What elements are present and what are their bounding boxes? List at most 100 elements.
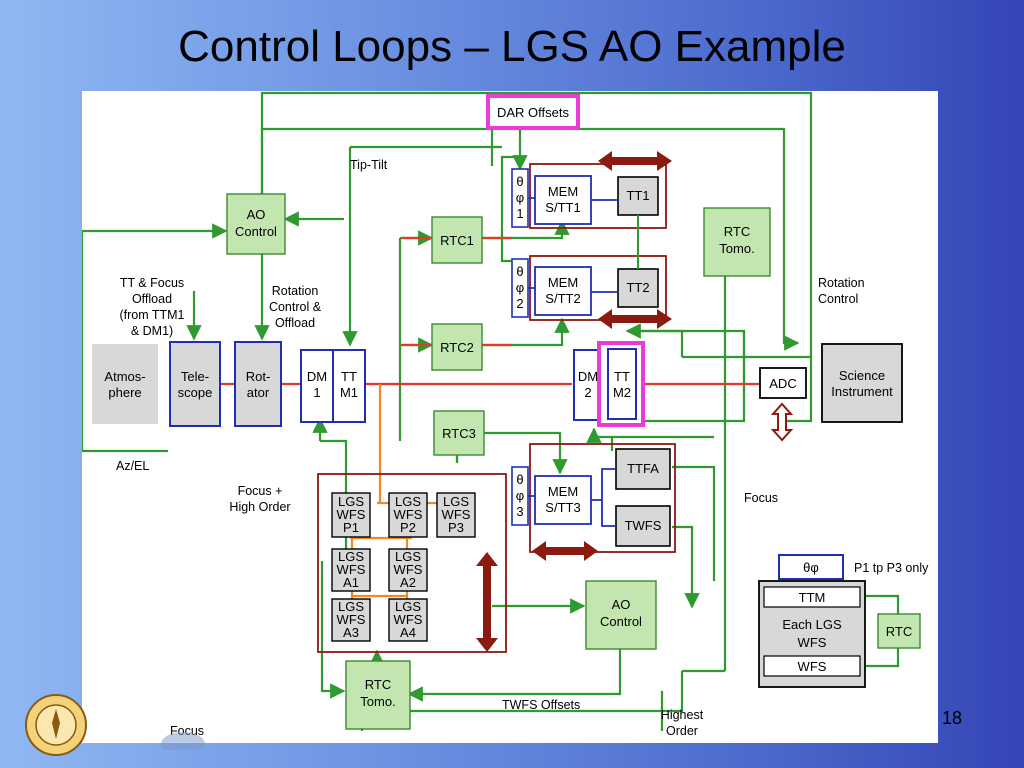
svg-text:A4: A4 — [400, 625, 416, 640]
svg-text:DM: DM — [578, 369, 598, 384]
svg-text:LGS: LGS — [338, 494, 364, 509]
svg-text:RTC2: RTC2 — [440, 340, 474, 355]
rtc1-box: RTC1 — [431, 216, 483, 264]
control-loop-diagram: DAR Offsets AO Control Atmos- phere Tele… — [82, 91, 929, 738]
svg-text:1: 1 — [313, 385, 320, 400]
label-tt-focus-offload-1: TT & Focus — [120, 276, 184, 290]
svg-text:WFS: WFS — [442, 507, 471, 522]
svg-text:DM: DM — [307, 369, 327, 384]
svg-text:WFS: WFS — [394, 562, 423, 577]
label-highest-order-2: Order — [666, 724, 698, 738]
twfs-box: TWFS — [615, 505, 671, 547]
svg-text:Control: Control — [600, 614, 642, 629]
rtc-tomo-right-box: RTC Tomo. — [703, 207, 771, 277]
svg-text:Rot-: Rot- — [246, 369, 271, 384]
svg-text:TTFA: TTFA — [627, 461, 659, 476]
lgs-wfs-a1: LGS WFS A1 — [331, 548, 371, 592]
svg-text:WFS: WFS — [337, 612, 366, 627]
svg-text:M2: M2 — [613, 385, 631, 400]
svg-text:LGS: LGS — [338, 599, 364, 614]
svg-text:TT: TT — [614, 369, 630, 384]
label-focus-right: Focus — [744, 491, 778, 505]
svg-text:TT: TT — [341, 369, 357, 384]
label-twfs-offsets: TWFS Offsets — [502, 698, 580, 712]
svg-text:Instrument: Instrument — [831, 384, 893, 399]
dm1-box: DM 1 — [300, 349, 334, 423]
svg-text:RTC: RTC — [724, 224, 750, 239]
mem-stt3-box: MEM S/TT3 — [534, 475, 592, 525]
page-number: 18 — [942, 708, 963, 728]
ao-control-bottom: AO Control — [585, 580, 657, 650]
svg-text:M1: M1 — [340, 385, 358, 400]
legend-each-lgs-wfs: TTM Each LGS WFS WFS — [758, 580, 866, 688]
svg-text:φ: φ — [516, 190, 524, 205]
move-arrows — [476, 151, 794, 652]
svg-text:A1: A1 — [343, 575, 359, 590]
rotator-box: Rot- ator — [234, 341, 282, 427]
svg-text:WFS: WFS — [337, 562, 366, 577]
svg-text:LGS: LGS — [395, 599, 421, 614]
svg-text:ADC: ADC — [769, 376, 796, 391]
svg-text:S/TT3: S/TT3 — [545, 500, 580, 515]
mem-stt2-box: MEM S/TT2 — [534, 266, 592, 316]
svg-text:θ: θ — [516, 264, 523, 279]
svg-text:scope: scope — [178, 385, 213, 400]
svg-text:LGS: LGS — [395, 494, 421, 509]
svg-text:MEM: MEM — [548, 484, 578, 499]
label-tt-focus-offload-3: (from TTM1 — [119, 308, 184, 322]
theta-phi-3-box: θ φ 3 — [511, 466, 529, 526]
svg-text:P3: P3 — [448, 520, 464, 535]
svg-text:RTC1: RTC1 — [440, 233, 474, 248]
slide-title: Control Loops – LGS AO Example — [178, 22, 846, 71]
svg-text:WFS: WFS — [394, 612, 423, 627]
svg-text:TTM: TTM — [799, 590, 826, 605]
rtc2-box: RTC2 — [431, 323, 483, 371]
svg-text:Tomo.: Tomo. — [719, 241, 754, 256]
svg-text:Science: Science — [839, 368, 885, 383]
svg-text:WFS: WFS — [798, 635, 827, 650]
svg-text:Control: Control — [235, 224, 277, 239]
svg-text:A2: A2 — [400, 575, 416, 590]
svg-text:φ: φ — [516, 280, 524, 295]
label-rotation-control-offload-1: Rotation — [272, 284, 319, 298]
adc-box: ADC — [759, 367, 807, 399]
label-tip-tilt: Tip-Tilt — [350, 158, 388, 172]
legend-rtc: RTC — [877, 613, 921, 649]
svg-text:RTC3: RTC3 — [442, 426, 476, 441]
svg-text:Tele-: Tele- — [181, 369, 209, 384]
svg-text:TT2: TT2 — [626, 280, 649, 295]
label-p1-tp-p3-only: P1 tp P3 only — [854, 561, 929, 575]
label-tt-focus-offload-2: Offload — [132, 292, 172, 306]
svg-text:Atmos-: Atmos- — [104, 369, 145, 384]
secondary-seal-icon — [161, 732, 205, 750]
label-focus-high-order-1: Focus + — [238, 484, 283, 498]
lgs-wfs-p2: LGS WFS P2 — [388, 492, 428, 538]
dar-offsets-label: DAR Offsets — [497, 105, 570, 120]
label-rotation-control-2: Control — [818, 292, 858, 306]
mem-blue-links — [528, 197, 618, 527]
label-rotation-control-offload-3: Offload — [275, 316, 315, 330]
label-highest-order-1: Highest — [661, 708, 704, 722]
rtc3-box: RTC3 — [433, 410, 485, 456]
rtc-tomo-bottom: RTC Tomo. — [345, 660, 411, 730]
tt2-box: TT2 — [617, 268, 659, 308]
svg-text:RTC: RTC — [886, 624, 912, 639]
svg-text:S/TT1: S/TT1 — [545, 200, 580, 215]
tt1-box: TT1 — [617, 176, 659, 216]
svg-text:φ: φ — [516, 488, 524, 503]
svg-text:θ: θ — [516, 472, 523, 487]
svg-text:2: 2 — [516, 296, 523, 311]
svg-text:AO: AO — [247, 207, 266, 222]
svg-text:1: 1 — [516, 206, 523, 221]
svg-text:phere: phere — [108, 385, 141, 400]
svg-text:3: 3 — [516, 504, 523, 519]
svg-text:Tomo.: Tomo. — [360, 694, 395, 709]
label-rotation-control-1: Rotation — [818, 276, 865, 290]
atmosphere-box: Atmos- phere — [92, 344, 158, 424]
lgs-wfs-p3: LGS WFS P3 — [436, 492, 476, 538]
svg-text:WFS: WFS — [798, 659, 827, 674]
svg-text:MEM: MEM — [548, 275, 578, 290]
svg-text:LGS: LGS — [338, 549, 364, 564]
svg-text:MEM: MEM — [548, 184, 578, 199]
lgs-wfs-a3: LGS WFS A3 — [331, 598, 371, 642]
